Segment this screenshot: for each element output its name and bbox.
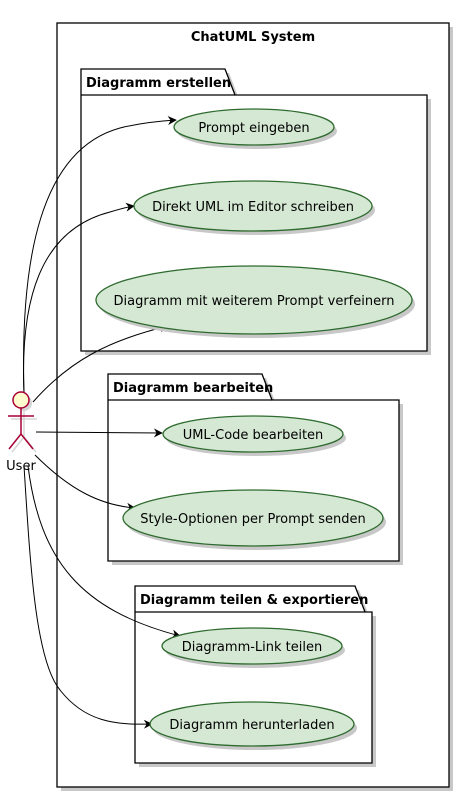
- use-case-prompt-eingeben: Prompt eingeben: [173, 108, 337, 149]
- edge-prompt-eingeben: [23, 116, 177, 394]
- package-title: Diagramm erstellen: [86, 76, 231, 91]
- use-case-label: Direkt UML im Editor schreiben: [152, 200, 354, 215]
- edge-diagramm-link: [27, 465, 181, 639]
- use-case-diagramm-link-teilen: Diagramm-Link teilen: [161, 627, 345, 668]
- edges: [23, 116, 181, 729]
- use-case-label: Diagramm mit weiterem Prompt verfeinern: [114, 294, 395, 309]
- use-case-diagramm-herunterladen: Diagramm herunterladen: [149, 701, 357, 750]
- edge-diagramm-herunterladen: [23, 465, 153, 729]
- actor-user: User: [6, 391, 37, 474]
- edge-direkt-uml: [23, 202, 135, 394]
- use-case-diagramm-verfeinern: Diagramm mit weiterem Prompt verfeinern: [95, 265, 415, 338]
- package-title: Diagramm bearbeiten: [113, 381, 273, 396]
- use-case-label: Prompt eingeben: [198, 121, 309, 136]
- use-case-direkt-uml: Direkt UML im Editor schreiben: [133, 180, 375, 235]
- actor-label: User: [6, 459, 36, 474]
- use-case-uml-code-bearbeiten: UML-Code bearbeiten: [162, 415, 346, 456]
- edge-uml-code-bearbeiten: [35, 428, 163, 438]
- edge-style-optionen: [34, 454, 136, 512]
- edge-diagramm-verfeinern: [32, 323, 169, 403]
- use-case-label: Style-Optionen per Prompt senden: [140, 512, 365, 527]
- actor-head: [12, 391, 30, 409]
- use-case-style-optionen: Style-Optionen per Prompt senden: [122, 489, 386, 550]
- system-title: ChatUML System: [191, 30, 315, 45]
- use-case-label: Diagramm-Link teilen: [182, 640, 322, 655]
- package-title: Diagramm teilen & exportieren: [140, 593, 368, 608]
- use-case-label: Diagramm herunterladen: [169, 718, 334, 733]
- use-case-label: UML-Code bearbeiten: [183, 428, 324, 443]
